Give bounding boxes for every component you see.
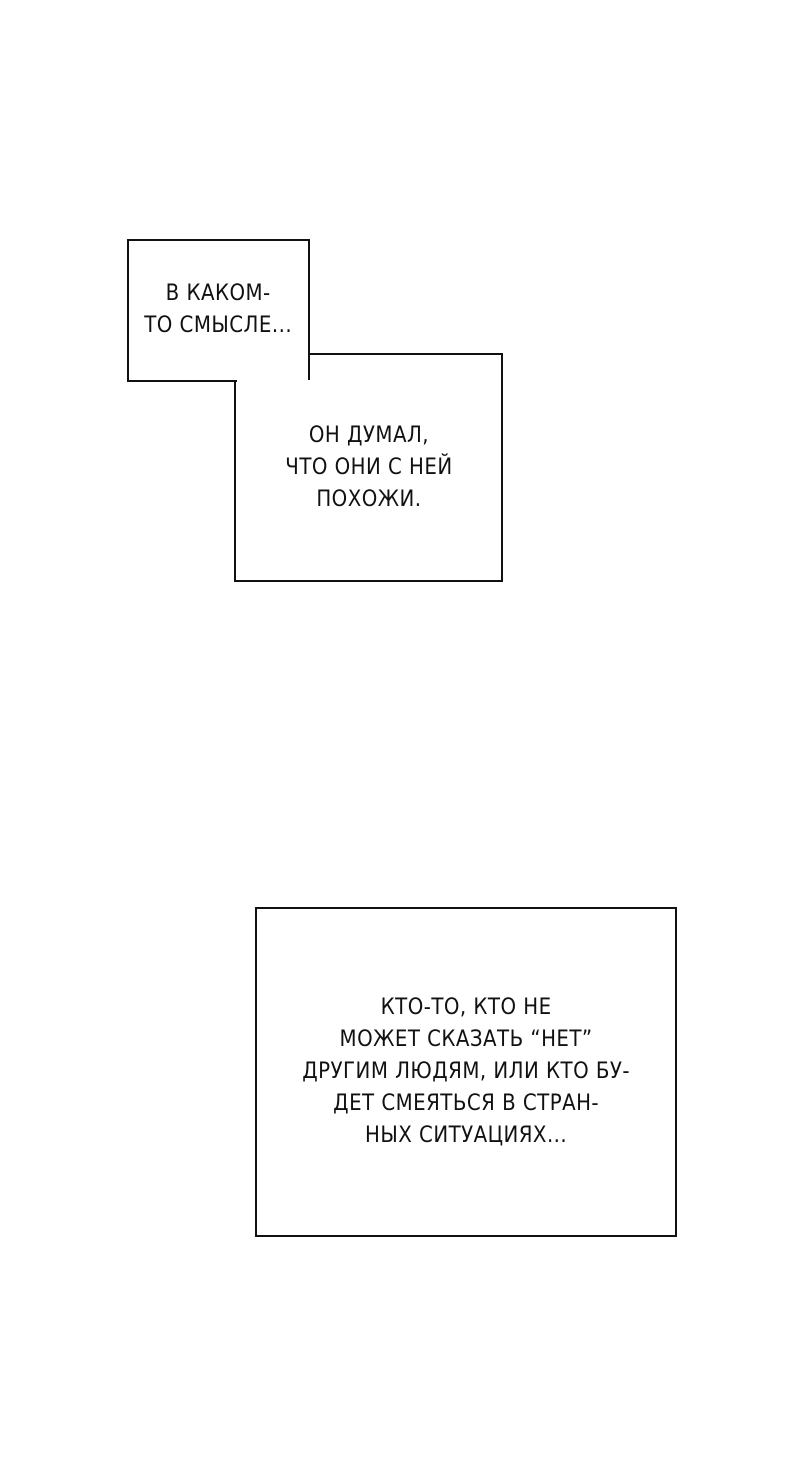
- caption-text: ОН ДУМАЛ, ЧТО ОНИ С НЕЙ ПОХОЖИ.: [284, 422, 453, 512]
- caption-text: КТО-ТО, КТО НЕ МОЖЕТ СКАЗАТЬ “НЕТ” ДРУГИ…: [302, 995, 630, 1148]
- caption-box-intro: В КАКОМ- ТО СМЫСЛЕ...: [127, 239, 310, 382]
- caption-box-thought: ОН ДУМАЛ, ЧТО ОНИ С НЕЙ ПОХОЖИ.: [234, 353, 503, 582]
- caption-text: В КАКОМ- ТО СМЫСЛЕ...: [144, 281, 293, 338]
- caption-box-description: КТО-ТО, КТО НЕ МОЖЕТ СКАЗАТЬ “НЕТ” ДРУГИ…: [255, 907, 677, 1237]
